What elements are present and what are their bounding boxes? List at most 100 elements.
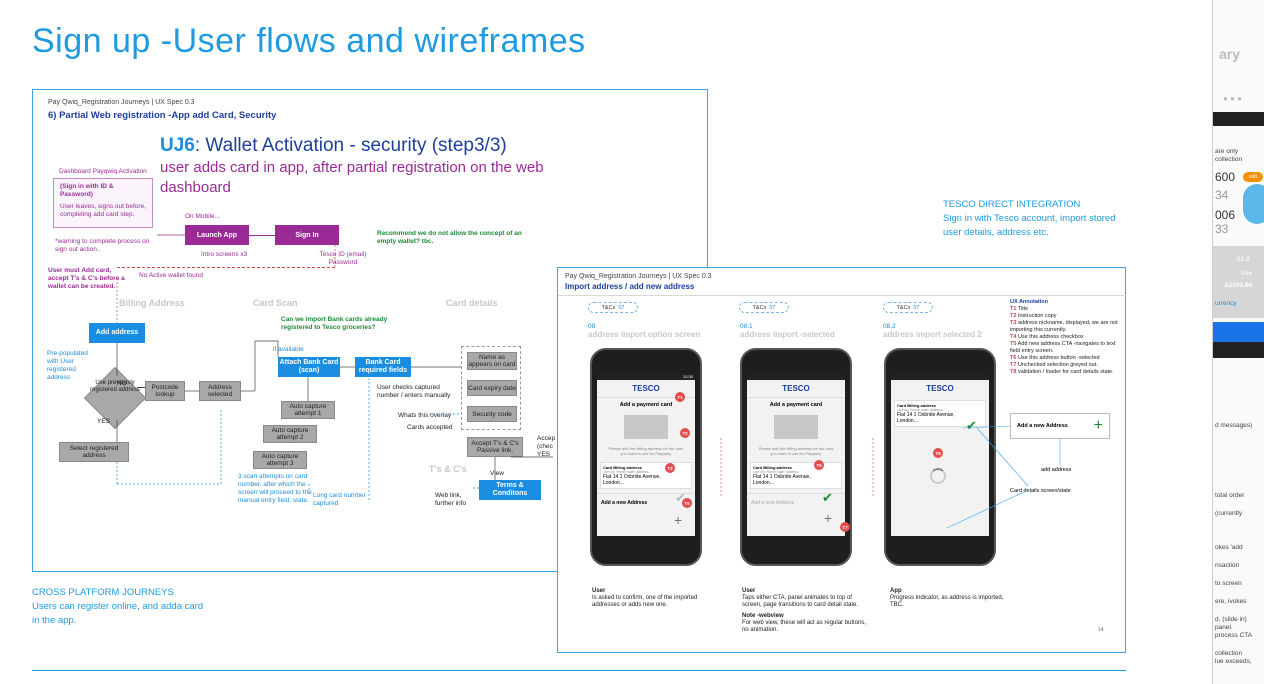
rs-text: £1.9: [1237, 256, 1250, 263]
accept-right-label: Accep (chec YES: [537, 435, 556, 458]
address-text-3: Flat 14 1 Oxbride Avenue, London...: [897, 412, 955, 424]
annotation-list: T1 Title T2 Instruction copy T3 address …: [1010, 306, 1125, 376]
tesco-direct-text-2: user details, address etc.: [943, 227, 1049, 238]
intro-screens-label: Intro screens x3: [201, 251, 248, 258]
add-new-address-row[interactable]: Add a new Address: [597, 493, 695, 512]
annotation-item: T6 Use this address button -selected: [1010, 355, 1100, 361]
rs-text: okes 'add: [1215, 544, 1243, 551]
note-3-header: App: [890, 588, 902, 594]
t3-pin: T3: [665, 463, 675, 473]
tesco-logo: TESCO: [597, 380, 695, 398]
add-address-box: Add address: [89, 323, 145, 343]
address-card[interactable]: Card Billing address Use my 'Home main' …: [600, 462, 692, 489]
billing-hint-2: Please add the billing address for the c…: [758, 446, 834, 456]
phone-screen-2: TESCO Add a payment card Please add the …: [747, 374, 845, 536]
rs-text: 600: [1215, 170, 1236, 184]
t7-pin: T7: [840, 522, 850, 532]
billing-hint: Please add the billing address for the c…: [608, 446, 684, 456]
rs-grey-panel: [1213, 246, 1264, 318]
note-2-header-2: Note -webview: [742, 613, 784, 619]
phone-mockup-1: 12:30 TESCO Add a payment card Please ad…: [590, 348, 702, 566]
rs-text: nsaction: [1215, 562, 1240, 569]
rs-text: (currently: [1215, 510, 1243, 517]
address-card-2[interactable]: Card Billing address Use my 'Home main' …: [750, 462, 842, 489]
rs-text: lue exceeds,: [1215, 658, 1252, 665]
add-new-address-row-2[interactable]: Add a new Address: [747, 493, 845, 512]
annotation-heading: UX Annotation: [1010, 299, 1048, 305]
note-3: App Progress indicator, as address is im…: [890, 588, 1015, 609]
recommend-note: Recommend we do not allow the concept of…: [377, 230, 522, 245]
no-wallet-label: No Active wallet found: [139, 272, 203, 279]
rs-text: collection: [1215, 156, 1243, 163]
t6-pin: T6: [814, 460, 824, 470]
tesco-id-label: Tesco ID (email) Password: [319, 251, 367, 266]
flow-connectors: [116, 234, 553, 500]
rs-nav-bar: [1213, 342, 1264, 358]
terms-box: Terms & Conditons: [479, 480, 541, 500]
on-mobile-label: On Mobile...: [185, 213, 221, 220]
rs-edit-badge[interactable]: edit: [1243, 172, 1263, 182]
dashboard-label: Dashboard Payqwiq Activation: [59, 168, 147, 175]
add-new-address-label: Add a new Address: [1017, 423, 1068, 429]
phone-mockup-2: TESCO Add a payment card Please add the …: [740, 348, 852, 566]
screen-num-3: 08.2: [883, 323, 896, 330]
dashboard-text: User leaves, signs out before, completin…: [60, 203, 146, 218]
dashboard-box: (Sign in with ID & Password) User leaves…: [53, 178, 153, 228]
loader-spinner-icon: [930, 468, 946, 484]
annotation-item: T2 Instruction copy: [1010, 313, 1057, 319]
import-question: Can we import Bank cards already registe…: [281, 316, 388, 331]
add-new-address-box[interactable]: Add a new Address +: [1010, 413, 1110, 439]
annotation-item: T8 validation / loader for card details …: [1010, 369, 1114, 375]
use-home-label-2: Use my 'Home main' address: [753, 470, 799, 474]
phone-screen-3: TESCO Card Billing address Use my 'Home …: [891, 374, 989, 536]
prepopulated-note: Pre-populated with User registered addre…: [47, 350, 88, 381]
rs-text: £2103.66: [1225, 282, 1253, 289]
rs-text: ere, ivokes: [1215, 598, 1247, 605]
screen-num-2: 08.1: [740, 323, 753, 330]
whats-overlay: Whats this overlay: [398, 412, 452, 419]
note-1-header: User: [592, 588, 606, 594]
check-selected-icon-3: ✔: [966, 418, 977, 433]
rs-text: d messages): [1215, 422, 1253, 429]
attach-bank-card-box: Attach Bank Card (scan): [278, 357, 340, 377]
address-selected-box: Address selected: [199, 381, 241, 401]
decision-yes: YES: [97, 418, 111, 425]
plus-icon: +: [674, 512, 683, 528]
annotation-item: T4 Use this address checkbox: [1010, 334, 1084, 340]
accept-tcs-box: Accept T's & C's Passive link.: [467, 437, 523, 457]
security-code-box: Security code: [467, 406, 517, 422]
tesco-logo-2: TESCO: [747, 380, 845, 398]
web-link-note: Web link, further info: [435, 492, 467, 507]
decision-text: Use previously registered address: [90, 380, 140, 393]
screen-name-3: address import selected 2: [883, 330, 982, 339]
bank-card-fields-box: Bank Card required fields: [355, 357, 411, 377]
note-1-text: Is asked to confirm, one of the imported…: [592, 595, 698, 608]
card-scan-heading: Card Scan: [253, 298, 298, 308]
rs-text: process CTA: [1215, 632, 1253, 639]
rs-text: panel.: [1215, 624, 1233, 631]
check-selected-icon: ✔: [822, 490, 833, 505]
annotation-item: T5 Add new address CTA -navigates to tex…: [1010, 341, 1116, 354]
uj-code: UJ6: [160, 135, 195, 156]
long-card-note: Long card number captured: [313, 492, 366, 507]
launch-app-box: Launch App: [185, 225, 249, 245]
warning-text: *warning to complete process on sign out…: [55, 238, 150, 253]
add-payment-card-title-2: Add a payment card: [769, 402, 823, 408]
status-bar: 12:30: [597, 374, 695, 380]
uj-title: : Wallet Activation - security (step3/3): [194, 135, 507, 156]
adjacent-page-strip: ary ● ● ● are only collection 600 edit 3…: [1212, 0, 1264, 684]
page-title: Sign up -User flows and wireframes: [32, 22, 586, 60]
rs-text: total order: [1215, 492, 1245, 499]
rs-dots: ● ● ●: [1223, 94, 1242, 103]
flow-breadcrumb: Pay Qwiq_Registration Journeys | UX Spec…: [48, 99, 195, 106]
cross-platform-text-2: in the app.: [32, 615, 77, 626]
tesco-direct-text-1: Sign in with Tesco account, import store…: [943, 213, 1116, 224]
rs-blue-bar: [1213, 322, 1264, 342]
billing-address-heading: Billing Address: [119, 298, 185, 308]
tesco-direct-note: TESCO DIRECT INTEGRATION Sign in with Te…: [943, 198, 1163, 240]
check-icon: ✔: [675, 490, 686, 505]
select-registered-box: Select registered address: [59, 442, 129, 462]
